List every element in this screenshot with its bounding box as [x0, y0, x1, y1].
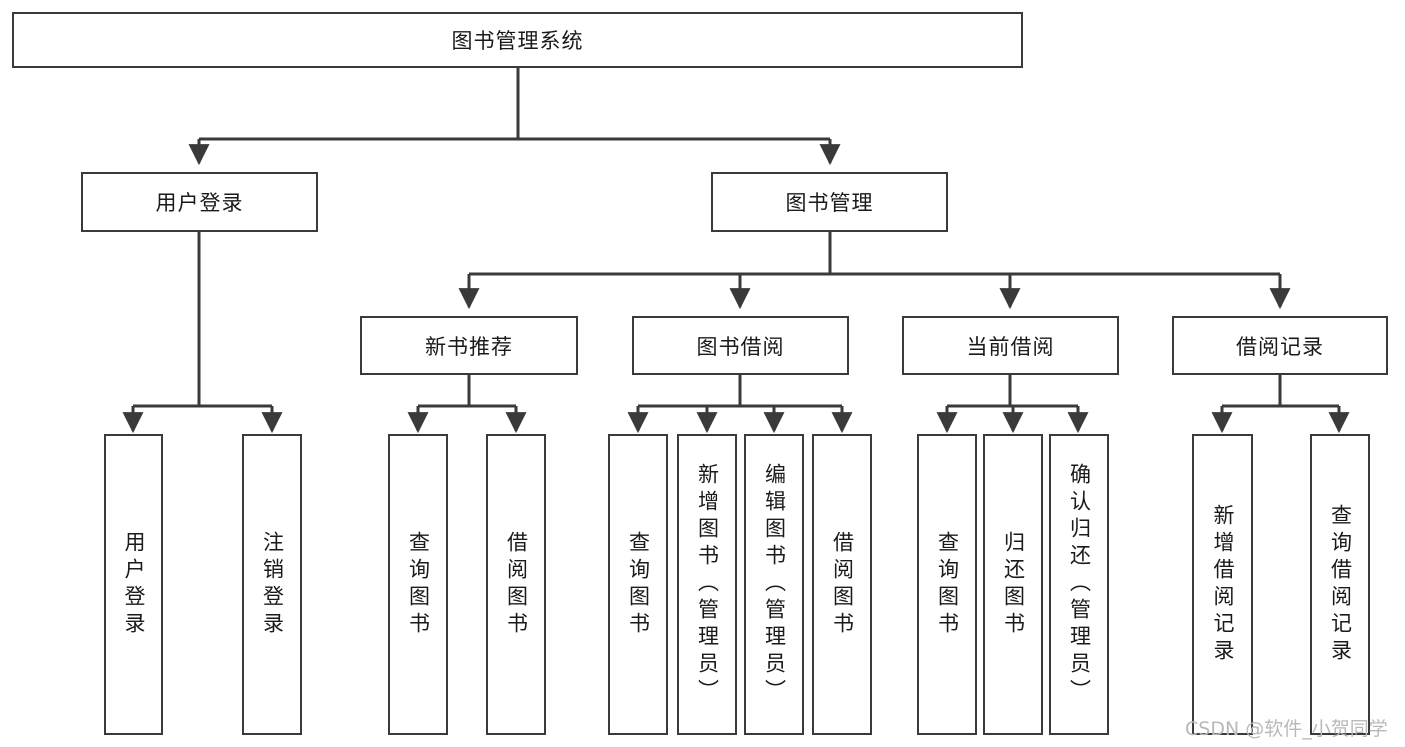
leaf-new-book-query[interactable]: 查询图书 — [388, 434, 448, 735]
node-new-book-recommend[interactable]: 新书推荐 — [360, 316, 578, 375]
leaf-label: 查询图书 — [406, 530, 430, 639]
node-current-borrow-label: 当前借阅 — [966, 335, 1055, 359]
node-borrow-record-label: 借阅记录 — [1236, 335, 1324, 359]
leaf-label: 新增图书（管理员） — [695, 463, 719, 706]
node-current-borrow[interactable]: 当前借阅 — [902, 316, 1119, 375]
leaf-label: 用户登录 — [122, 530, 145, 639]
node-book-borrow-label: 图书借阅 — [696, 335, 785, 359]
node-root[interactable]: 图书管理系统 — [12, 12, 1023, 68]
leaf-label: 借阅图书 — [830, 530, 854, 639]
leaf-label: 查询图书 — [626, 530, 650, 639]
node-new-book-recommend-label: 新书推荐 — [425, 335, 513, 359]
node-user-login-label: 用户登录 — [155, 192, 244, 215]
leaf-label: 注销登录 — [260, 530, 284, 639]
leaf-label: 新增借阅记录 — [1211, 503, 1234, 666]
leaf-user-login-signin[interactable]: 用户登录 — [104, 434, 163, 735]
leaf-book-borrow-add[interactable]: 新增图书（管理员） — [677, 434, 737, 735]
leaf-label: 查询借阅记录 — [1328, 503, 1352, 666]
leaf-new-book-borrow[interactable]: 借阅图书 — [486, 434, 546, 735]
leaf-borrow-record-query[interactable]: 查询借阅记录 — [1310, 434, 1370, 735]
leaf-label: 编辑图书（管理员） — [762, 463, 786, 706]
leaf-book-borrow-edit[interactable]: 编辑图书（管理员） — [744, 434, 804, 735]
leaf-current-borrow-query[interactable]: 查询图书 — [917, 434, 977, 735]
leaf-user-login-signout[interactable]: 注销登录 — [242, 434, 302, 735]
node-book-management[interactable]: 图书管理 — [711, 172, 948, 232]
node-user-login[interactable]: 用户登录 — [81, 172, 318, 232]
leaf-current-borrow-return[interactable]: 归还图书 — [983, 434, 1043, 735]
leaf-label: 确认归还（管理员） — [1067, 463, 1091, 706]
leaf-book-borrow-query[interactable]: 查询图书 — [608, 434, 668, 735]
leaf-book-borrow-borrow[interactable]: 借阅图书 — [812, 434, 872, 735]
node-book-borrow[interactable]: 图书借阅 — [632, 316, 849, 375]
node-borrow-record[interactable]: 借阅记录 — [1172, 316, 1388, 375]
watermark: CSDN @软件_小贺同学 — [1185, 718, 1388, 740]
node-book-management-label: 图书管理 — [785, 192, 874, 215]
leaf-label: 查询图书 — [935, 530, 959, 639]
node-root-label: 图书管理系统 — [451, 30, 584, 53]
leaf-current-borrow-confirm-return[interactable]: 确认归还（管理员） — [1049, 434, 1109, 735]
leaf-label: 借阅图书 — [504, 530, 528, 639]
leaf-label: 归还图书 — [1001, 530, 1025, 639]
leaf-borrow-record-add[interactable]: 新增借阅记录 — [1192, 434, 1253, 735]
